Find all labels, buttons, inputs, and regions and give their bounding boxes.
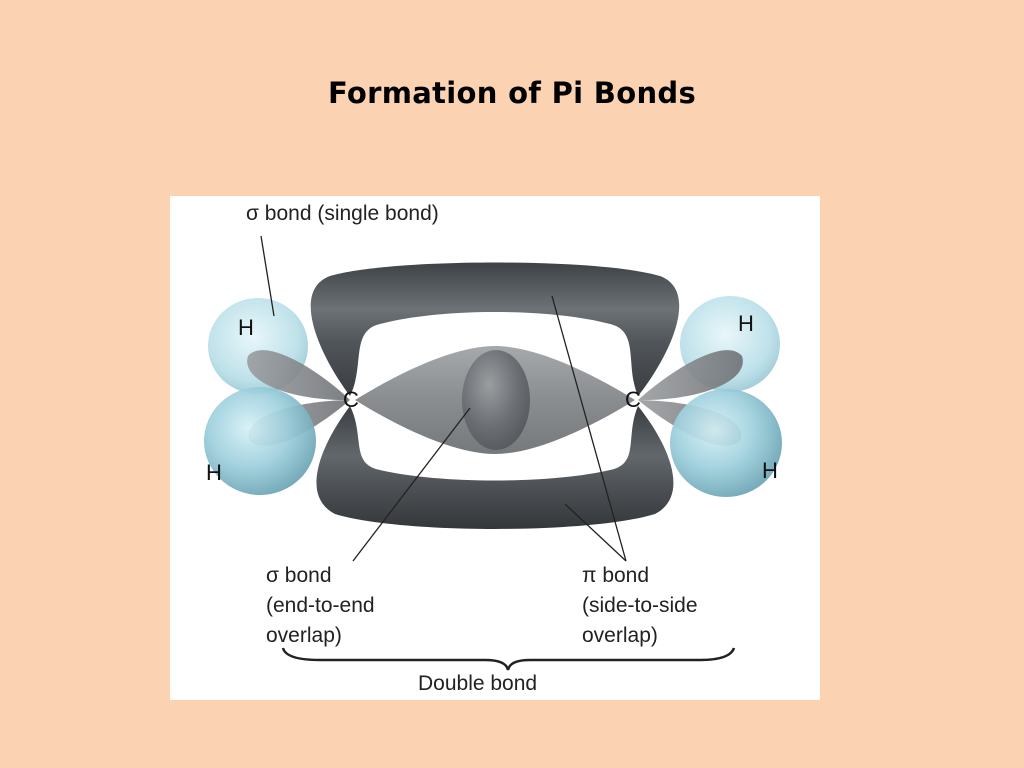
- double-bond-brace: [281, 647, 736, 671]
- label-sigma-end-line1: σ bond: [266, 564, 332, 587]
- label-pi-line1: π bond: [582, 564, 650, 587]
- atom-c-right: C: [625, 387, 641, 412]
- atom-c-left: C: [343, 387, 359, 412]
- hydrogen-orbital-bottom-left: [204, 387, 316, 495]
- label-sigma-single-bond: σ bond (single bond): [246, 202, 439, 225]
- atom-h-top-right: H: [738, 311, 754, 336]
- label-sigma-end-line3: overlap): [266, 624, 342, 647]
- ch-sigma-lobe-top-right: [638, 350, 743, 401]
- label-double-bond: Double bond: [418, 672, 538, 695]
- leader-line-pi-lower: [564, 503, 627, 562]
- hydrogen-orbital-bottom-right: [670, 389, 782, 497]
- label-pi-line3: overlap): [582, 624, 658, 647]
- label-pi-line2: (side-to-side: [582, 594, 698, 617]
- pi-bond-diagram: H H H H C C σ bond (single bond) σ bond …: [170, 196, 820, 700]
- leader-line-pi-upper: [551, 295, 627, 562]
- atom-h-top-left: H: [238, 315, 254, 340]
- atom-h-bottom-right: H: [762, 458, 778, 483]
- orbital-illustration: [204, 235, 782, 671]
- sigma-overlap-region: [462, 350, 530, 450]
- slide-title: Formation of Pi Bonds: [327, 76, 697, 110]
- leader-line-sigma-single: [260, 235, 275, 317]
- pi-bond-lower-lobe: [316, 406, 674, 529]
- ch-sigma-lobe-top-left: [247, 350, 350, 401]
- leader-line-sigma-end: [352, 407, 471, 562]
- pi-bond-upper-lobe: [310, 262, 680, 396]
- atom-h-bottom-left: H: [206, 460, 222, 485]
- label-sigma-end-line2: (end-to-end: [266, 594, 375, 617]
